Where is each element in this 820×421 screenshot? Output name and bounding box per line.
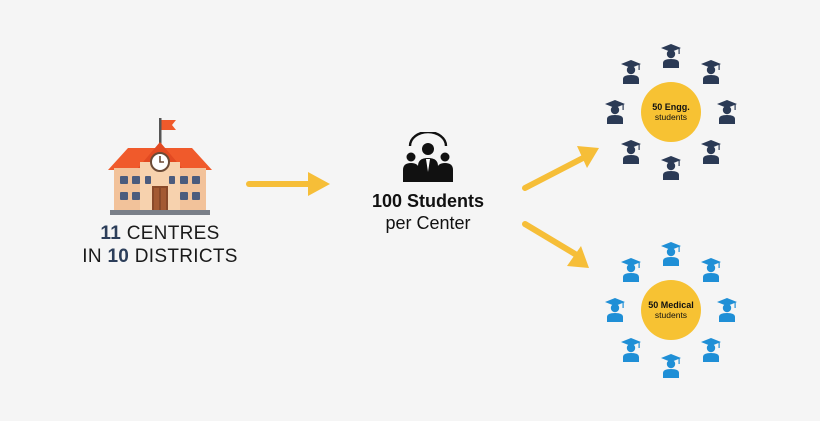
graduate-icon: [605, 298, 625, 322]
branch-arrows: [522, 146, 599, 268]
districts-word: DISTRICTS: [134, 246, 238, 267]
arrow-down-right-icon: [522, 221, 589, 268]
graduate-icon: [700, 337, 721, 362]
graduate-icon: [661, 242, 681, 266]
graduate-icon: [621, 258, 642, 283]
centres-districts-label: 11 CENTRES IN 10 DISTRICTS: [60, 222, 260, 268]
centres-count: 11: [100, 223, 122, 244]
graduate-icon: [700, 258, 721, 283]
graduate-icon: [621, 337, 642, 362]
graduate-icon: [700, 139, 721, 164]
graduate-icon: [661, 156, 681, 180]
in-word: IN: [82, 246, 102, 267]
graduate-icon: [717, 298, 737, 322]
graduate-icon: [700, 60, 721, 85]
school-building-icon: [108, 118, 212, 215]
medical-hub-count: 50 Medical: [648, 300, 694, 310]
graduate-icon: [661, 354, 681, 378]
graduate-icon: [621, 139, 642, 164]
engg-hub-count: 50 Engg.: [652, 102, 690, 112]
leader-group-icon: [403, 132, 453, 182]
districts-count: 10: [107, 246, 130, 267]
engg-hub: 50 Engg.students: [641, 82, 701, 142]
students-count-title: 100 Students: [371, 191, 485, 211]
engg-students-cluster: 50 Engg.students: [596, 40, 746, 190]
graduate-icon: [661, 44, 681, 68]
arrow-up-right-icon: [522, 146, 599, 191]
graduate-icon: [605, 100, 625, 124]
medical-hub-label: students: [654, 310, 688, 320]
graduate-icon: [717, 100, 737, 124]
centres-word: CENTRES: [126, 223, 220, 244]
graduate-icon: [621, 60, 642, 85]
per-center-subtitle: per Center: [385, 213, 471, 233]
arrow-right-icon: [246, 172, 330, 196]
students-per-center-label: 100 Students per Center: [338, 190, 518, 234]
engg-hub-label: students: [654, 112, 688, 122]
